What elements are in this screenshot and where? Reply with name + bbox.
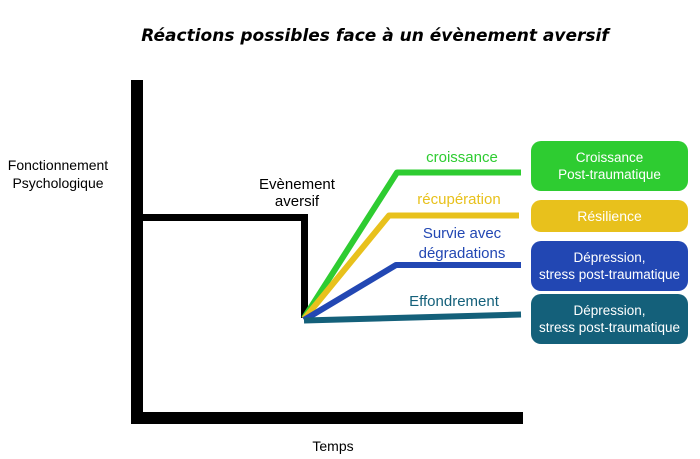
y-axis-label: Fonctionnement Psychologique [0,156,116,192]
trajectory-label-survie: Survie avec dégradations [400,224,524,264]
outcome-box-depression-blue: Dépression, stress post-traumatique [531,241,688,291]
outcome-box-depression-teal: Dépression, stress post-traumatique [531,294,688,344]
trajectory-line-recuperation [301,212,519,321]
y-axis-label-line1: Fonctionnement [7,157,109,173]
outcome-box-text: Post-traumatique [558,167,661,182]
trajectory-label-recuperation: récupération [397,190,521,210]
outcome-box-resilience: Résilience [531,200,688,232]
x-axis-label: Temps [312,438,354,454]
trajectory-label-text: Effondrement [409,293,499,310]
event-label: Evènement aversif [259,176,335,210]
outcome-box-croissance: Croissance Post-traumatique [531,141,688,191]
trajectory-line-survie [302,262,521,323]
baseline-drop-line [136,214,308,318]
trajectory-line-croissance [301,169,521,320]
trajectory-line-effondrement [303,311,522,324]
trajectory-label-effondrement: Effondrement [392,292,516,312]
trajectory-label-text: croissance [426,149,498,166]
y-axis-line [131,80,143,424]
x-axis-line [131,412,523,424]
outcome-box-text: Résilience [577,207,642,224]
y-axis-label-line2: Psychologique [12,175,104,191]
trajectory-label-text: Survie avec [422,225,502,242]
outcome-box-text: stress post-traumatique [538,320,681,335]
outcome-box-text: Dépression, [573,303,646,318]
outcome-box-text: Dépression, [573,250,646,265]
outcome-box-text: stress post-traumatique [538,267,681,282]
outcome-box-text: Croissance [575,150,644,165]
trajectory-label-text: récupération [417,191,501,208]
trajectory-label-croissance: croissance [400,148,524,168]
trajectory-label-text: dégradations [418,245,506,262]
diagram-title: Réactions possibles face à un évènement … [141,26,609,46]
